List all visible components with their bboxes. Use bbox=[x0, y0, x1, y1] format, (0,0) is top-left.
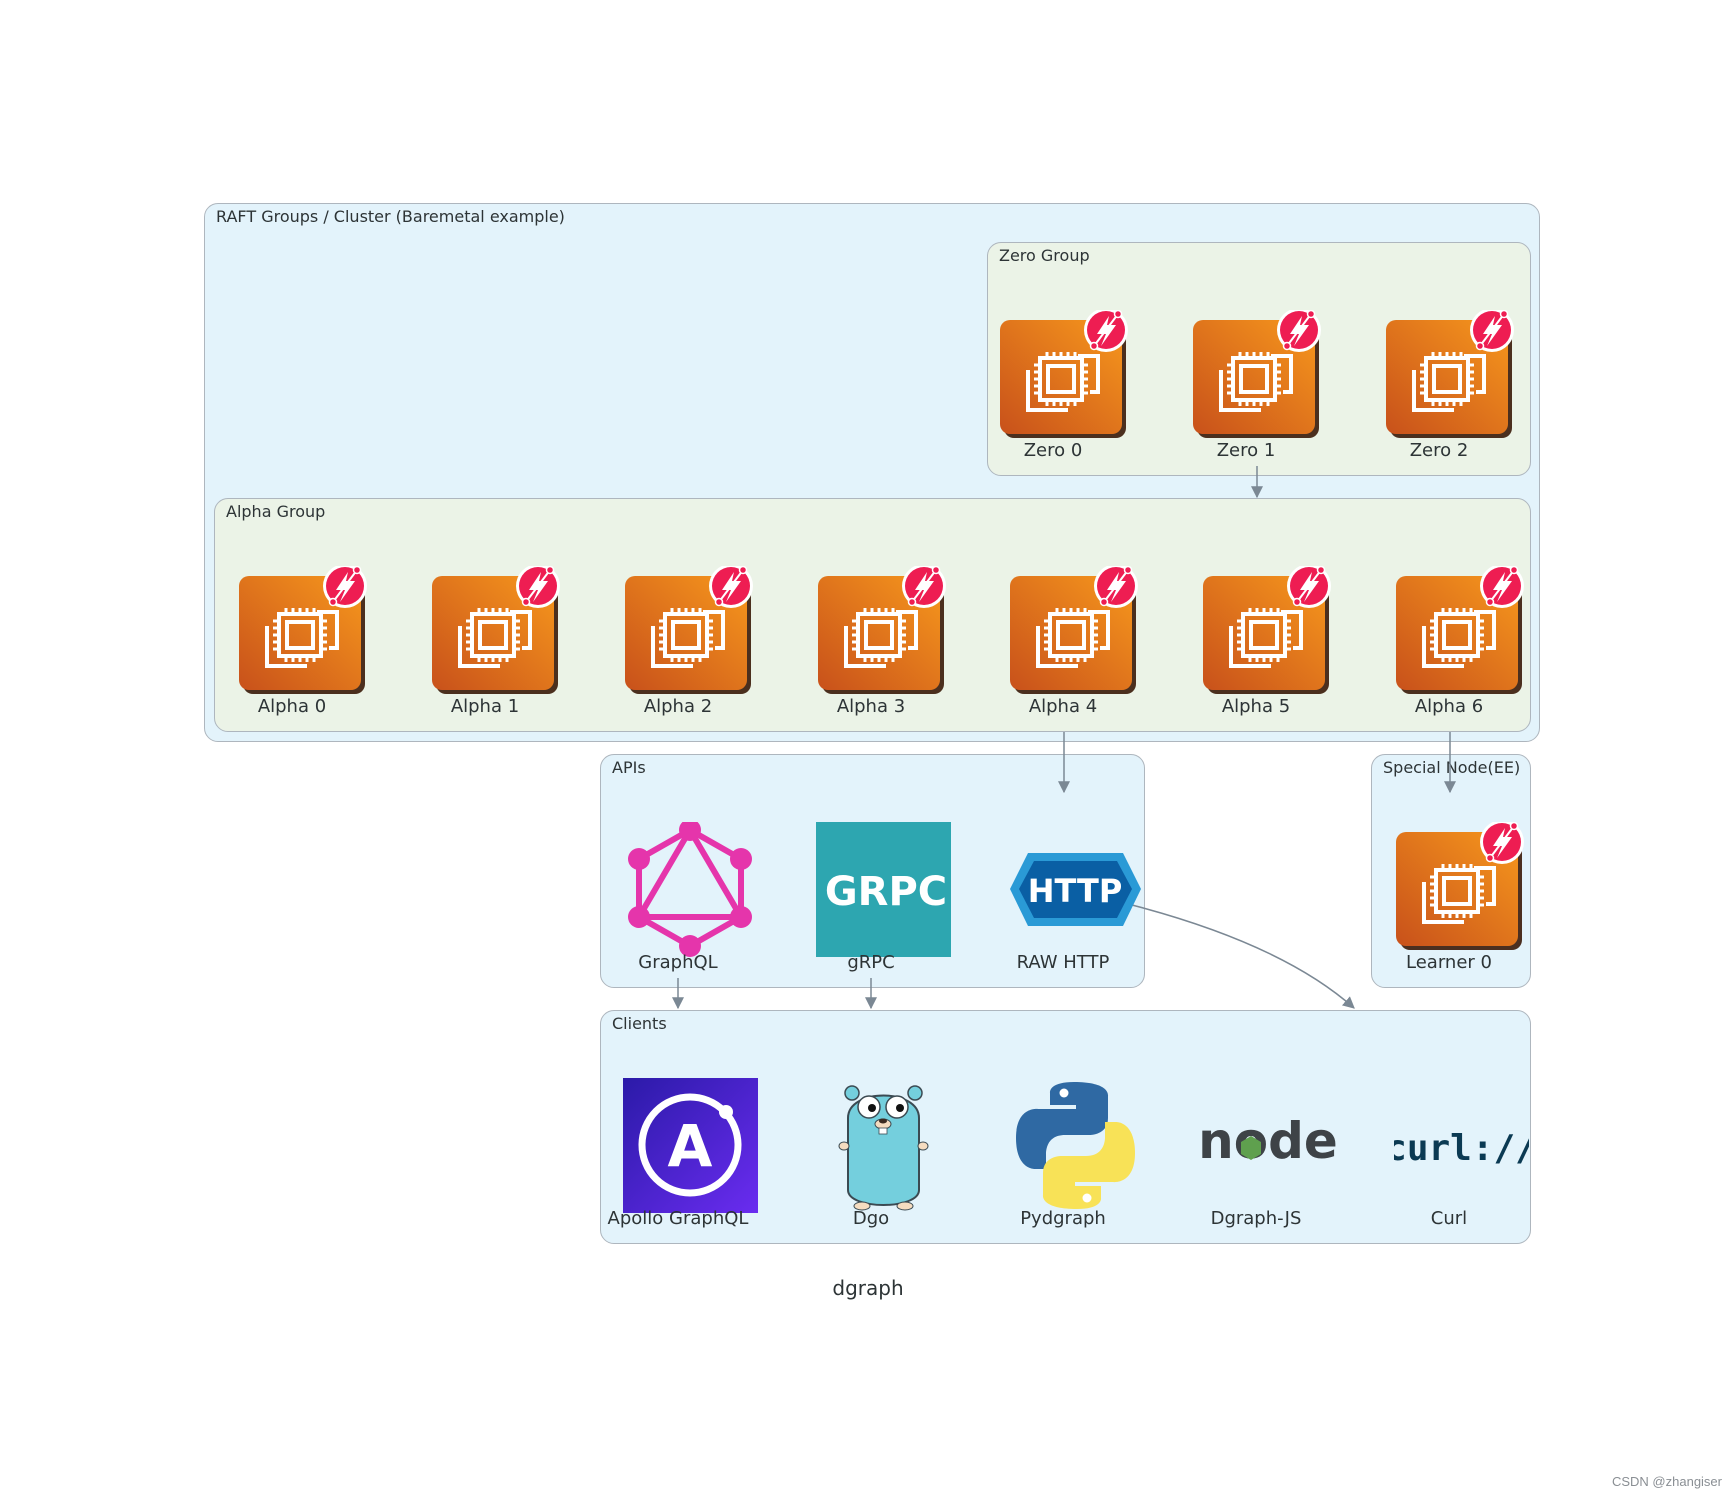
alpha-node-6[interactable]: Alpha 6 bbox=[1359, 566, 1539, 726]
dgraph-server-icon bbox=[1394, 566, 1529, 701]
nodejs-icon: node bbox=[1201, 1112, 1336, 1170]
node-label: Dgo bbox=[852, 1208, 890, 1229]
node-label: Alpha 6 bbox=[1414, 696, 1484, 717]
client-node-dgo[interactable]: Dgo bbox=[781, 1078, 961, 1238]
node-label: Alpha 0 bbox=[257, 696, 327, 717]
node-label: Zero 2 bbox=[1409, 440, 1469, 461]
zero-node-0[interactable]: Zero 0 bbox=[963, 310, 1143, 470]
alpha-node-1[interactable]: Alpha 1 bbox=[395, 566, 575, 726]
client-node-curl[interactable]: curl:// Curl bbox=[1359, 1078, 1539, 1238]
alpha-node-2[interactable]: Alpha 2 bbox=[588, 566, 768, 726]
cluster-special-node-label: Special Node(EE) bbox=[1383, 758, 1521, 777]
grpc-icon: GRPC bbox=[816, 822, 951, 957]
node-label: Alpha 1 bbox=[450, 696, 520, 717]
dgraph-server-icon bbox=[1394, 822, 1529, 957]
dgraph-server-icon bbox=[430, 566, 565, 701]
node-label: Zero 0 bbox=[1023, 440, 1083, 461]
graphql-icon bbox=[628, 822, 752, 957]
dgraph-server-icon bbox=[1201, 566, 1336, 701]
cluster-apis-label: APIs bbox=[612, 758, 646, 777]
node-label: Dgraph-JS bbox=[1210, 1208, 1302, 1229]
node-label: RAW HTTP bbox=[1016, 952, 1110, 973]
learner-node-0[interactable]: Learner 0 bbox=[1359, 822, 1539, 982]
alpha-node-0[interactable]: Alpha 0 bbox=[202, 566, 382, 726]
svg-text:HTTP: HTTP bbox=[1028, 872, 1123, 910]
node-label: Alpha 3 bbox=[836, 696, 906, 717]
dgraph-server-icon bbox=[1384, 310, 1519, 445]
svg-text:curl://: curl:// bbox=[1394, 1128, 1529, 1169]
svg-text:node: node bbox=[1201, 1112, 1336, 1170]
dgraph-server-icon bbox=[623, 566, 758, 701]
client-node-dgraph-js[interactable]: node Dgraph-JS bbox=[1166, 1078, 1346, 1238]
curl-icon: curl:// bbox=[1394, 1128, 1529, 1169]
node-label: Alpha 2 bbox=[643, 696, 713, 717]
dgraph-server-icon bbox=[1008, 566, 1143, 701]
cluster-raft-label: RAFT Groups / Cluster (Baremetal example… bbox=[216, 207, 565, 226]
cluster-clients-label: Clients bbox=[612, 1014, 667, 1033]
svg-text:A: A bbox=[668, 1112, 713, 1180]
node-label: Pydgraph bbox=[1020, 1208, 1106, 1229]
dgraph-server-icon bbox=[237, 566, 372, 701]
dgraph-server-icon bbox=[816, 566, 951, 701]
http-icon: HTTP bbox=[1010, 853, 1141, 926]
node-label: Curl bbox=[1430, 1208, 1468, 1229]
svg-text:GRPC: GRPC bbox=[825, 869, 947, 915]
alpha-node-3[interactable]: Alpha 3 bbox=[781, 566, 961, 726]
node-label: Learner 0 bbox=[1406, 952, 1492, 973]
gopher-icon bbox=[838, 1085, 929, 1211]
dgraph-server-icon bbox=[1191, 310, 1326, 445]
apollo-icon: A bbox=[623, 1078, 758, 1213]
client-node-pydgraph[interactable]: Pydgraph bbox=[973, 1078, 1153, 1238]
node-label: gRPC bbox=[847, 952, 895, 973]
zero-node-2[interactable]: Zero 2 bbox=[1349, 310, 1529, 470]
api-node-graphql[interactable]: GraphQL bbox=[588, 822, 768, 982]
api-node-grpc[interactable]: GRPC gRPC bbox=[781, 822, 961, 982]
node-label: Alpha 5 bbox=[1221, 696, 1291, 717]
node-label: Alpha 4 bbox=[1028, 696, 1098, 717]
alpha-node-5[interactable]: Alpha 5 bbox=[1166, 566, 1346, 726]
dgraph-server-icon bbox=[998, 310, 1133, 445]
cluster-alpha-group-label: Alpha Group bbox=[226, 502, 326, 521]
node-label: GraphQL bbox=[638, 952, 718, 973]
node-label: Apollo GraphQL bbox=[607, 1208, 749, 1229]
node-label: Zero 1 bbox=[1216, 440, 1276, 461]
client-node-apollo[interactable]: A Apollo GraphQL bbox=[588, 1078, 768, 1238]
diagram-title: dgraph bbox=[832, 1276, 904, 1300]
alpha-node-4[interactable]: Alpha 4 bbox=[973, 566, 1153, 726]
cluster-zero-group-label: Zero Group bbox=[999, 246, 1090, 265]
python-icon bbox=[1016, 1082, 1135, 1209]
watermark: CSDN @zhangiser bbox=[1611, 1474, 1722, 1489]
zero-node-1[interactable]: Zero 1 bbox=[1156, 310, 1336, 470]
api-node-raw-http[interactable]: HTTP RAW HTTP bbox=[973, 822, 1153, 982]
edge-http-to-clients bbox=[1131, 904, 1355, 1009]
